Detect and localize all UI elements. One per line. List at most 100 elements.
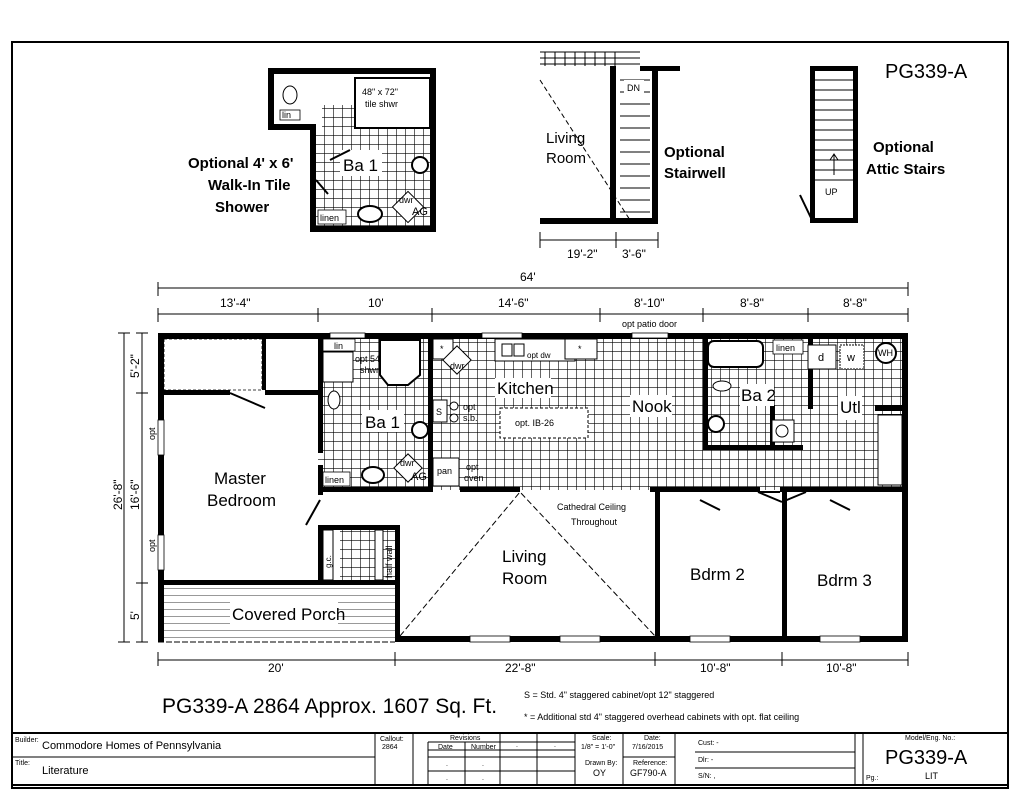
- stair-dim-1: 19'-2": [567, 247, 598, 261]
- pantry-label: pan: [437, 466, 452, 476]
- inset-room-label: Room: [546, 150, 586, 167]
- s-cabinet-label: S: [436, 407, 442, 417]
- overall-width-dim: 64': [520, 270, 536, 284]
- top-dim: 14'-6": [498, 296, 529, 310]
- title-block: Builder: Commodore Homes of Pennsylvania…: [11, 732, 1009, 786]
- room-label-bath2: Ba 2: [741, 386, 776, 405]
- note-star: * = Additional std 4" staggered overhead…: [524, 712, 799, 722]
- stair-dim-2: 3'-6": [622, 247, 646, 261]
- drawn-by-label: Drawn By:: [585, 760, 617, 767]
- model-label: Model/Eng. No.:: [905, 735, 955, 742]
- room-label-bedroom3: Bdrm 3: [817, 571, 872, 590]
- lin-label: lin: [282, 110, 291, 120]
- top-dim: 8'-8": [843, 296, 867, 310]
- opt-window-label: opt: [147, 427, 157, 440]
- opt-shower-label-2: shwr: [360, 365, 379, 375]
- revision-cell: .: [482, 761, 484, 768]
- opt-sb-label-2: s.b.: [463, 413, 478, 423]
- revision-cell: .: [516, 742, 518, 749]
- revision-number-col: Number: [471, 744, 497, 751]
- inset-shower-title-2: Walk-In Tile: [208, 177, 291, 194]
- cathedral-label-2: Throughout: [571, 517, 618, 527]
- inset-optional-stairwell: DN Living Room Optional Stairwell 19'-2"…: [539, 51, 726, 261]
- scale-label: Scale:: [592, 735, 612, 742]
- title-value: Literature: [42, 765, 88, 777]
- bottom-dim: 10'-8": [700, 661, 731, 675]
- dealer-field: Dlr: -: [698, 757, 714, 764]
- serial-number-field: S/N: ,: [698, 773, 716, 780]
- overhead-cabinet-star: *: [440, 344, 444, 354]
- opt-patio-door-label: opt patio door: [622, 319, 677, 329]
- bottom-dim: 10'-8": [826, 661, 857, 675]
- revision-cell: .: [482, 775, 484, 782]
- bottom-dim: 22'-8": [505, 661, 536, 675]
- room-label-bath1: Ba 1: [365, 413, 400, 432]
- linen-label: linen: [320, 213, 339, 223]
- date-label: Date:: [644, 735, 661, 742]
- top-dim: 8'-10": [634, 296, 665, 310]
- inset-ba1-label: Ba 1: [343, 156, 378, 175]
- main-floor-plan: lin opt 54" shwr Ba 1 linen dwr AG * dwr…: [157, 332, 908, 643]
- linen-label-2: linen: [776, 343, 795, 353]
- model-header: PG339-A: [885, 61, 968, 83]
- customer-field: Cust: -: [698, 740, 719, 747]
- room-label-utility: Utl: [840, 398, 861, 417]
- water-heater-label: WH: [878, 348, 893, 358]
- ag-label: AG: [412, 206, 428, 218]
- tile-shower-label: 48" x 72": [362, 87, 398, 97]
- opt-dw-label: opt dw: [527, 351, 551, 360]
- builder-value: Commodore Homes of Pennsylvania: [42, 740, 222, 752]
- inset-stairwell-title: Optional: [664, 144, 725, 161]
- inset-optional-attic-stairs: UP Optional Attic Stairs: [799, 66, 945, 223]
- bottom-dim: 20': [268, 661, 284, 675]
- room-label-master: Master: [214, 469, 266, 488]
- page-value: LIT: [925, 771, 939, 781]
- room-label-living-2: Room: [502, 569, 547, 588]
- date-value: 7/16/2015: [632, 744, 663, 751]
- callout-value: 2864: [382, 744, 398, 751]
- overhead-cabinet-star: *: [578, 344, 582, 354]
- ag-label: AG: [411, 471, 427, 483]
- washer-label: w: [846, 352, 855, 364]
- builder-label: Builder:: [15, 737, 39, 744]
- inset-stairwell-title-2: Stairwell: [664, 165, 726, 182]
- reference-label: Reference:: [633, 760, 667, 767]
- left-dim: 16'-6": [128, 479, 142, 510]
- model-value: PG339-A: [885, 747, 968, 769]
- revisions-label: Revisions: [450, 735, 481, 742]
- top-dim: 13'-4": [220, 296, 251, 310]
- drawn-by-value: OY: [593, 768, 606, 778]
- up-label: UP: [825, 187, 838, 197]
- opt-oven-label: opt: [466, 462, 479, 472]
- plan-title: PG339-A 2864 Approx. 1607 Sq. Ft.: [162, 695, 497, 718]
- room-label-covered-porch: Covered Porch: [232, 605, 345, 624]
- bottom-dimensions: 20' 22'-8" 10'-8" 10'-8": [157, 652, 909, 675]
- opt-shower-label: opt 54": [355, 354, 383, 364]
- inset-attic-title-2: Attic Stairs: [866, 161, 945, 178]
- gc-label: g.c.: [324, 555, 333, 568]
- inset-shower-title-3: Shower: [215, 199, 269, 216]
- room-label-master-2: Bedroom: [207, 491, 276, 510]
- revision-cell: .: [446, 775, 448, 782]
- dwr-label: dwr: [400, 458, 415, 468]
- dn-label: DN: [627, 83, 640, 93]
- note-s: S = Std. 4" staggered cabinet/opt 12" st…: [524, 690, 714, 700]
- left-overall-dim: 26'-8": [111, 479, 125, 510]
- opt-oven-label-2: oven: [464, 473, 484, 483]
- title-label: Title:: [15, 760, 30, 767]
- linen-label: linen: [325, 475, 344, 485]
- room-label-kitchen: Kitchen: [497, 379, 554, 398]
- left-dim: 5'-2": [128, 354, 142, 378]
- opt-sb-label: opt: [463, 402, 476, 412]
- revision-cell: .: [446, 761, 448, 768]
- tile-shower-label-2: tile shwr: [365, 99, 398, 109]
- inset-optional-shower: 48" x 72" tile shwr lin Ba 1 linen dwr A…: [188, 68, 436, 232]
- inset-attic-title: Optional: [873, 139, 934, 156]
- room-label-nook: Nook: [632, 397, 672, 416]
- sheet-border: [11, 41, 1009, 789]
- left-dim: 5': [128, 611, 142, 620]
- inset-shower-title: Optional 4' x 6': [188, 155, 294, 172]
- callout-label: Callout:: [380, 736, 404, 743]
- top-dimensions: 64' 13'-4" 10' 14'-6" 8'-10" 8'-8" 8'-8"…: [157, 270, 909, 329]
